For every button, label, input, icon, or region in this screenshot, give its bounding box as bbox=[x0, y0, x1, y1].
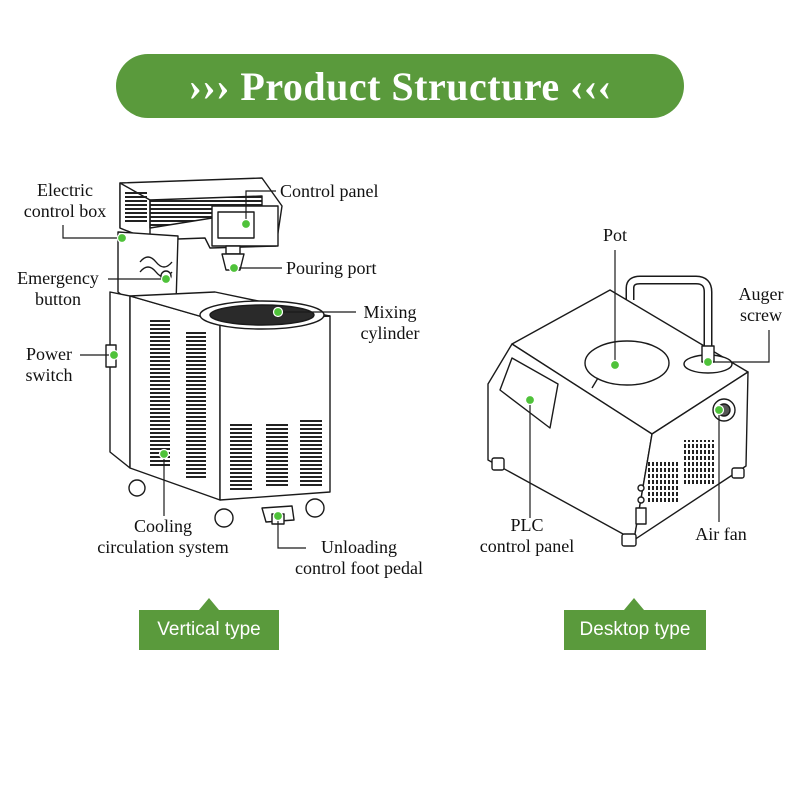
label-line: Pot bbox=[602, 225, 627, 245]
label-control-panel: Control panel bbox=[280, 181, 378, 202]
label-line: circulation system bbox=[97, 537, 229, 557]
label-cooling-system: Cooling circulation system bbox=[80, 516, 246, 558]
vertical-machine bbox=[105, 177, 331, 528]
desktop-type-tag: Desktop type bbox=[564, 610, 706, 650]
label-line: Air fan bbox=[695, 524, 747, 544]
label-line: Mixing bbox=[363, 302, 417, 322]
label-plc-control-panel: PLC control panel bbox=[468, 515, 586, 557]
label-line: switch bbox=[25, 365, 73, 385]
vertical-type-label: Vertical type bbox=[157, 619, 261, 640]
label-line: Control panel bbox=[280, 181, 379, 201]
label-line: Unloading bbox=[321, 537, 397, 557]
label-line: Power bbox=[26, 344, 72, 364]
title-banner: ››› Product Structure ‹‹‹ bbox=[116, 54, 684, 118]
leader-dots bbox=[108, 218, 725, 522]
label-emergency-button: Emergency button bbox=[4, 268, 112, 310]
label-line: control panel bbox=[479, 536, 575, 556]
vertical-type-tag: Vertical type bbox=[139, 610, 279, 650]
label-line: control box bbox=[23, 201, 107, 221]
leader-lines bbox=[62, 190, 770, 549]
label-mixing-cylinder: Mixing cylinder bbox=[352, 302, 428, 344]
label-line: Emergency bbox=[17, 268, 99, 288]
label-foot-pedal: Unloading control foot pedal bbox=[280, 537, 438, 579]
label-line: control foot pedal bbox=[295, 558, 423, 578]
desktop-tag-pointer bbox=[624, 598, 644, 610]
desktop-type-label: Desktop type bbox=[579, 619, 691, 640]
desktop-machine bbox=[487, 275, 749, 547]
label-pouring-port: Pouring port bbox=[286, 258, 377, 279]
label-pot: Pot bbox=[590, 225, 640, 246]
label-line: Pouring port bbox=[286, 258, 377, 278]
label-air-fan: Air fan bbox=[686, 524, 756, 545]
label-auger-screw: Auger screw bbox=[728, 284, 794, 326]
label-line: Electric bbox=[37, 180, 93, 200]
label-line: Cooling bbox=[133, 516, 192, 536]
label-electric-control-box: Electric control box bbox=[10, 180, 120, 222]
label-line: button bbox=[34, 289, 81, 309]
label-line: PLC bbox=[510, 515, 544, 535]
page-title: ››› Product Structure ‹‹‹ bbox=[188, 63, 612, 109]
vertical-tag-pointer bbox=[199, 598, 219, 610]
label-power-switch: Power switch bbox=[14, 344, 84, 386]
label-line: screw bbox=[740, 305, 782, 325]
label-line: Auger bbox=[738, 284, 784, 304]
label-line: cylinder bbox=[360, 323, 420, 343]
